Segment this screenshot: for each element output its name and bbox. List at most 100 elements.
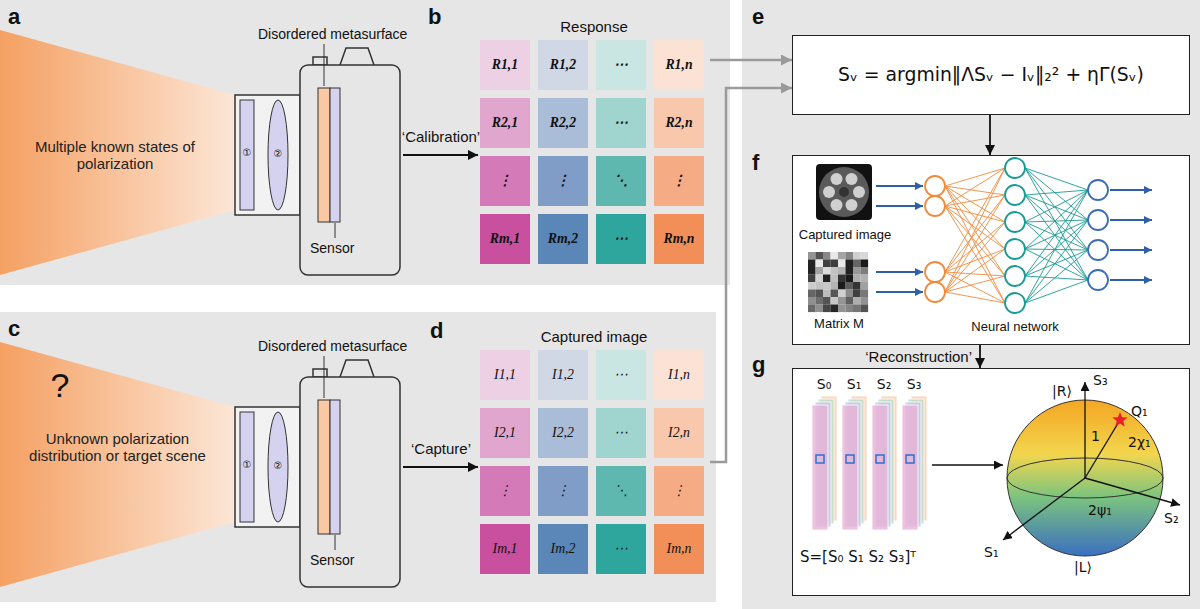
axis-label: S₁ <box>984 544 999 560</box>
network-illustration-part <box>816 275 824 283</box>
beam-caption: Unknown polarization distribution or tar… <box>10 430 225 465</box>
poincare-illustration-part <box>932 464 1003 466</box>
response-cell: R1,n <box>654 40 704 90</box>
network-illustration-part <box>853 305 861 313</box>
network-illustration-part <box>838 267 846 275</box>
image-cell: I2,2 <box>538 408 588 458</box>
network-illustration-part <box>925 176 945 196</box>
network-illustration-part <box>945 249 1005 292</box>
image-cell: ⋯ <box>596 524 646 574</box>
camera-illustration-part <box>235 95 300 215</box>
flow-arrow <box>403 466 478 468</box>
image-cell: I2,n <box>654 408 704 458</box>
flow-arrow <box>989 115 991 155</box>
network-illustration-part <box>816 282 824 290</box>
formula-box: Sᵥ = argmin‖ΛSᵥ − Iᵥ‖₂² + ηΓ(Sᵥ) <box>792 35 1190 115</box>
cell-label: R2,1 <box>480 115 530 131</box>
panel-letter: a <box>8 4 20 29</box>
network-illustration-part <box>808 290 816 298</box>
cell-label: ⋯ <box>596 425 646 441</box>
cell-label: ⋯ <box>596 367 646 383</box>
cell-label: ⋮ <box>538 173 588 189</box>
cell-label: Rm,n <box>654 231 704 247</box>
response-cell: R2,2 <box>538 98 588 148</box>
camera-illustration-part <box>235 44 400 275</box>
cell-label: I1,2 <box>538 367 588 383</box>
cell-label: ⋯ <box>596 115 646 131</box>
response-cell: R2,n <box>654 98 704 148</box>
grid-heading: Response <box>478 18 710 35</box>
camera-illustration-part <box>318 88 330 222</box>
network-illustration-part <box>876 291 923 293</box>
image-cell: Im,n <box>654 524 704 574</box>
callout-number: ② <box>268 460 288 472</box>
network-illustration-part <box>1025 168 1088 190</box>
network-illustration-part <box>1025 190 1088 249</box>
poincare-illustration-part <box>1112 412 1127 427</box>
network-illustration-part <box>823 305 831 313</box>
image-caption: Captured image <box>797 228 893 243</box>
network-illustration-part <box>819 167 869 217</box>
network-illustration-part <box>846 267 854 275</box>
image-cell: ⋱ <box>596 466 646 516</box>
poincare-illustration-part <box>842 405 858 530</box>
image-cell: I1,2 <box>538 350 588 400</box>
cell-label: ⋮ <box>654 483 704 499</box>
camera-illustration-part <box>324 44 325 86</box>
network-illustration-part <box>831 199 843 211</box>
network-illustration-part <box>861 275 869 283</box>
poincare-illustration-part <box>876 455 884 463</box>
network-illustration-part <box>838 260 846 268</box>
network-illustration-part <box>846 275 854 283</box>
edge-label: ‘Capture’ <box>396 440 486 457</box>
network-illustration-part <box>1025 220 1088 303</box>
cell-label: ⋮ <box>654 173 704 189</box>
network-illustration-part <box>861 267 869 275</box>
network-illustration-part <box>945 276 1005 292</box>
stokes-label: S₂ <box>871 376 897 392</box>
light-beam: Multiple known states of polarization <box>0 30 235 275</box>
network-illustration-part <box>945 206 1005 249</box>
network-illustration-part <box>1005 212 1025 232</box>
network-illustration-part <box>808 297 816 305</box>
network-illustration-part <box>945 168 1005 292</box>
network-illustration-part <box>1025 190 1088 195</box>
network-illustration-part <box>925 262 945 282</box>
cell-label: I1,n <box>654 367 704 383</box>
response-cell: ⋯ <box>596 214 646 264</box>
flow-arrow <box>403 154 478 156</box>
network-illustration-part <box>925 282 945 302</box>
network-illustration-part <box>1025 250 1088 303</box>
stokes-vector: S=[S₀ S₁ S₂ S₃]ᵀ <box>800 549 970 566</box>
network-illustration-part <box>816 305 824 313</box>
poincare-illustration-part <box>846 455 854 463</box>
network-illustration-part <box>823 186 835 198</box>
network-illustration-part <box>876 271 923 273</box>
network-illustration-part <box>853 267 861 275</box>
network-illustration-part <box>808 305 816 313</box>
network-box: Captured imageMatrix MNeural network <box>792 155 1190 345</box>
cell-label: ⋮ <box>480 483 530 499</box>
network-illustration-part <box>853 260 861 268</box>
image-cell: I1,n <box>654 350 704 400</box>
camera-illustration-part <box>235 356 400 587</box>
network-illustration-part <box>1025 168 1088 280</box>
image-cell: Im,2 <box>538 524 588 574</box>
panel-letter: b <box>428 4 441 29</box>
unknown-mark: ? <box>40 366 80 405</box>
network-illustration-part <box>831 290 839 298</box>
stokes-label: S₀ <box>811 376 837 392</box>
network-illustration-part <box>808 252 868 312</box>
part-label: Disordered metasurface <box>258 26 407 42</box>
network-illustration-part <box>1005 293 1025 313</box>
image-cell: ⋮ <box>538 466 588 516</box>
camera-illustration-part <box>300 65 400 275</box>
network-illustration-part <box>861 305 869 313</box>
network-illustration-part <box>816 267 824 275</box>
formula-text: Sᵥ = argmin‖ΛSᵥ − Iᵥ‖₂² + ηΓ(Sᵥ) <box>793 64 1189 86</box>
angle-label: 2ψ₁ <box>1088 502 1112 518</box>
network-illustration-part <box>816 297 824 305</box>
network-illustration-part <box>853 275 861 283</box>
network-illustration-part <box>808 282 816 290</box>
edge-label: ‘Calibration’ <box>396 128 486 145</box>
